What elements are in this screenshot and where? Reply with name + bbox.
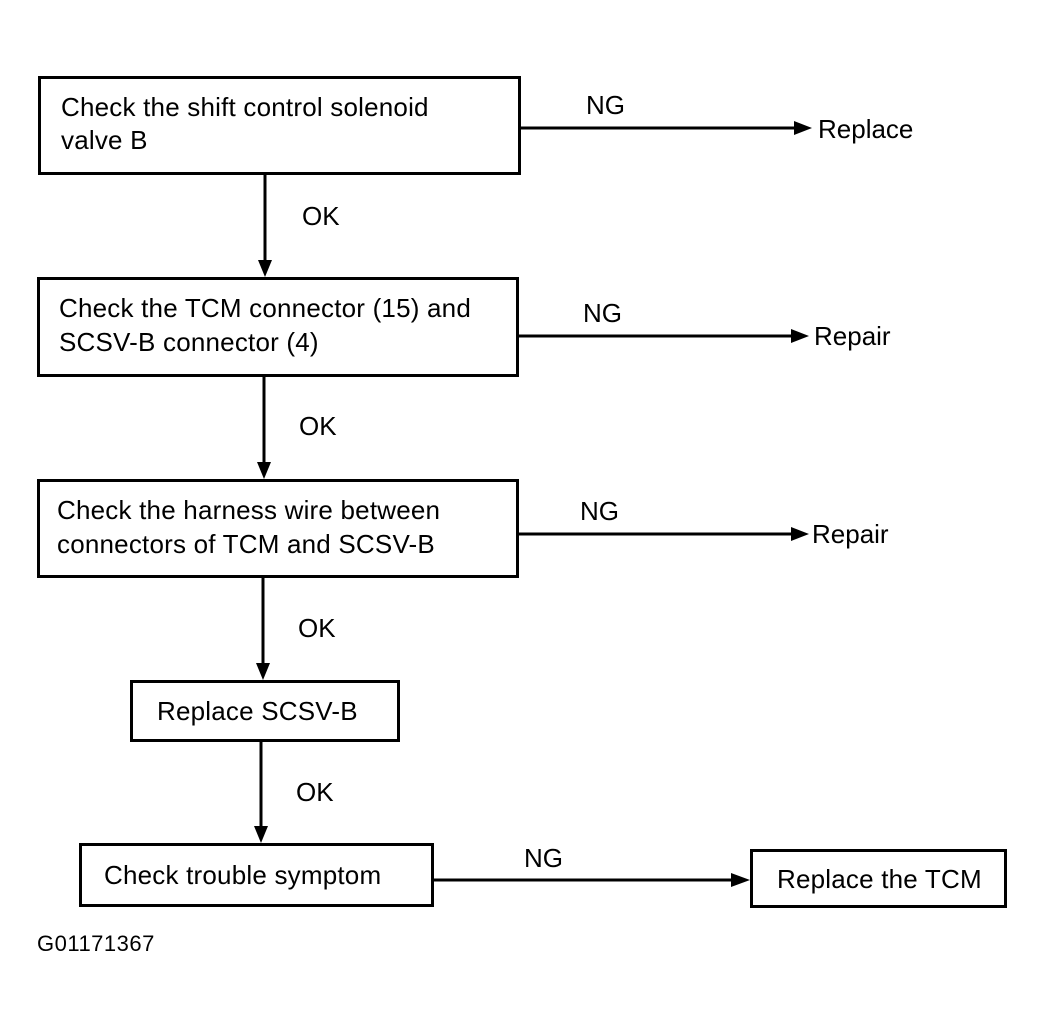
ng-label: NG	[580, 496, 619, 526]
step-text-line: Check trouble symptom	[104, 860, 382, 890]
step-check-connectors: Check the TCM connector (15) and SCSV-B …	[37, 277, 519, 377]
step-replace-scsv-b: Replace SCSV-B	[130, 680, 400, 742]
outcome-repair-connectors: Repair	[814, 321, 891, 351]
ng-label: NG	[524, 843, 563, 873]
ng-label: NG	[583, 298, 622, 328]
ng-label: NG	[586, 90, 625, 120]
arrowhead-right-1	[794, 121, 812, 135]
ok-label: OK	[302, 201, 340, 231]
step-check-solenoid-valve: Check the shift control solenoid valve B	[38, 76, 521, 175]
arrowhead-right-2	[791, 329, 809, 343]
ok-label: OK	[296, 777, 334, 807]
outcome-text: Replace the TCM	[777, 864, 982, 894]
step-text-line: Check the harness wire between	[57, 495, 441, 525]
ok-label: OK	[298, 613, 336, 643]
step-text-line: Check the TCM connector (15) and	[59, 293, 472, 323]
arrowhead-right-3	[791, 527, 809, 541]
outcome-replace: Replace	[818, 114, 914, 144]
outcome-replace-tcm: Replace the TCM	[750, 849, 1007, 908]
arrowhead-down-2	[257, 462, 271, 479]
arrowhead-down-4	[254, 826, 268, 843]
step-text-line: connectors of TCM and SCSV-B	[57, 529, 435, 559]
arrowhead-down-1	[258, 260, 272, 277]
step-text-line: SCSV-B connector (4)	[59, 327, 319, 357]
ok-label: OK	[299, 411, 337, 441]
arrowhead-down-3	[256, 663, 270, 680]
step-text-line: Replace SCSV-B	[157, 696, 358, 726]
step-check-trouble-symptom: Check trouble symptom	[79, 843, 434, 907]
outcome-repair-harness: Repair	[812, 519, 889, 549]
figure-id: G01171367	[37, 931, 155, 956]
step-check-harness-wire: Check the harness wire between connector…	[37, 479, 519, 578]
arrowhead-right-5	[731, 873, 750, 887]
step-text-line: Check the shift control solenoid	[61, 92, 429, 122]
step-text-line: valve B	[61, 125, 148, 155]
